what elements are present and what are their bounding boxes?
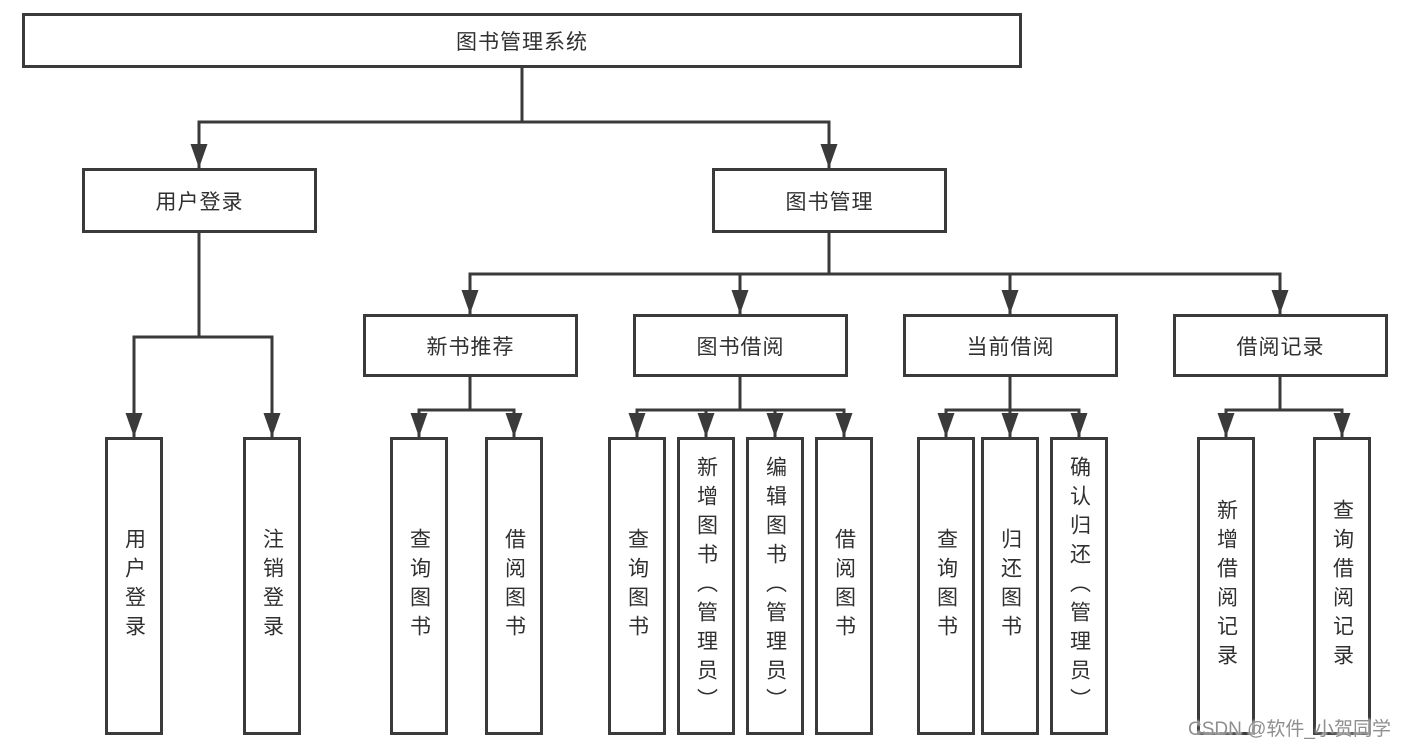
leaf-add-books-admin-label: 新增图书（管理员）: [694, 455, 718, 717]
node-book-borrow-label: 图书借阅: [696, 335, 785, 359]
leaf-add-borrow-record-label: 新增借阅记录: [1214, 499, 1238, 673]
leaf-query-books-current-label: 查询图书: [934, 528, 958, 644]
arrowheads: [125, 144, 1351, 437]
node-borrow-records: 借阅记录: [1173, 314, 1388, 377]
leaf-borrow-books-recommend: 借阅图书: [485, 437, 543, 735]
node-borrow-records-label: 借阅记录: [1236, 335, 1325, 359]
node-user-login-group-label: 用户登录: [155, 190, 244, 214]
node-current-borrow-label: 当前借阅: [966, 335, 1055, 359]
leaf-edit-books-admin: 编辑图书（管理员）: [746, 437, 804, 735]
node-user-login-group: 用户登录: [82, 168, 317, 233]
leaf-query-books-recommend-label: 查询图书: [407, 528, 431, 644]
node-root-label: 图书管理系统: [456, 30, 588, 54]
csdn-watermark: CSDN @软件_小贺同学: [1188, 719, 1391, 740]
leaf-confirm-return-admin-label: 确认归还（管理员）: [1067, 455, 1091, 717]
node-current-borrow: 当前借阅: [903, 314, 1118, 377]
node-book-management-group: 图书管理: [712, 168, 947, 233]
leaf-borrow-books: 借阅图书: [815, 437, 873, 735]
node-new-book-recommend: 新书推荐: [363, 314, 578, 377]
node-book-management-group-label: 图书管理: [785, 190, 874, 214]
leaf-edit-books-admin-label: 编辑图书（管理员）: [763, 455, 787, 717]
node-root-system: 图书管理系统: [22, 13, 1022, 68]
leaf-logout-label: 注销登录: [260, 528, 284, 644]
leaf-add-books-admin: 新增图书（管理员）: [677, 437, 735, 735]
leaf-confirm-return-admin: 确认归还（管理员）: [1050, 437, 1108, 735]
leaf-query-books-recommend: 查询图书: [390, 437, 448, 735]
leaf-query-borrow-record: 查询借阅记录: [1313, 437, 1371, 735]
leaf-query-books-borrow-label: 查询图书: [625, 528, 649, 644]
leaf-return-books-label: 归还图书: [998, 528, 1022, 644]
leaf-borrow-books-label: 借阅图书: [832, 528, 856, 644]
leaf-logout: 注销登录: [243, 437, 301, 735]
node-new-book-recommend-label: 新书推荐: [426, 335, 515, 359]
leaf-user-login: 用户登录: [105, 437, 163, 735]
leaf-query-borrow-record-label: 查询借阅记录: [1330, 499, 1354, 673]
leaf-user-login-label: 用户登录: [122, 528, 146, 644]
node-book-borrow: 图书借阅: [633, 314, 848, 377]
leaf-add-borrow-record: 新增借阅记录: [1197, 437, 1255, 735]
leaf-query-books-borrow: 查询图书: [608, 437, 666, 735]
leaf-query-books-current: 查询图书: [917, 437, 975, 735]
leaf-borrow-books-recommend-label: 借阅图书: [502, 528, 526, 644]
leaf-return-books: 归还图书: [981, 437, 1039, 735]
